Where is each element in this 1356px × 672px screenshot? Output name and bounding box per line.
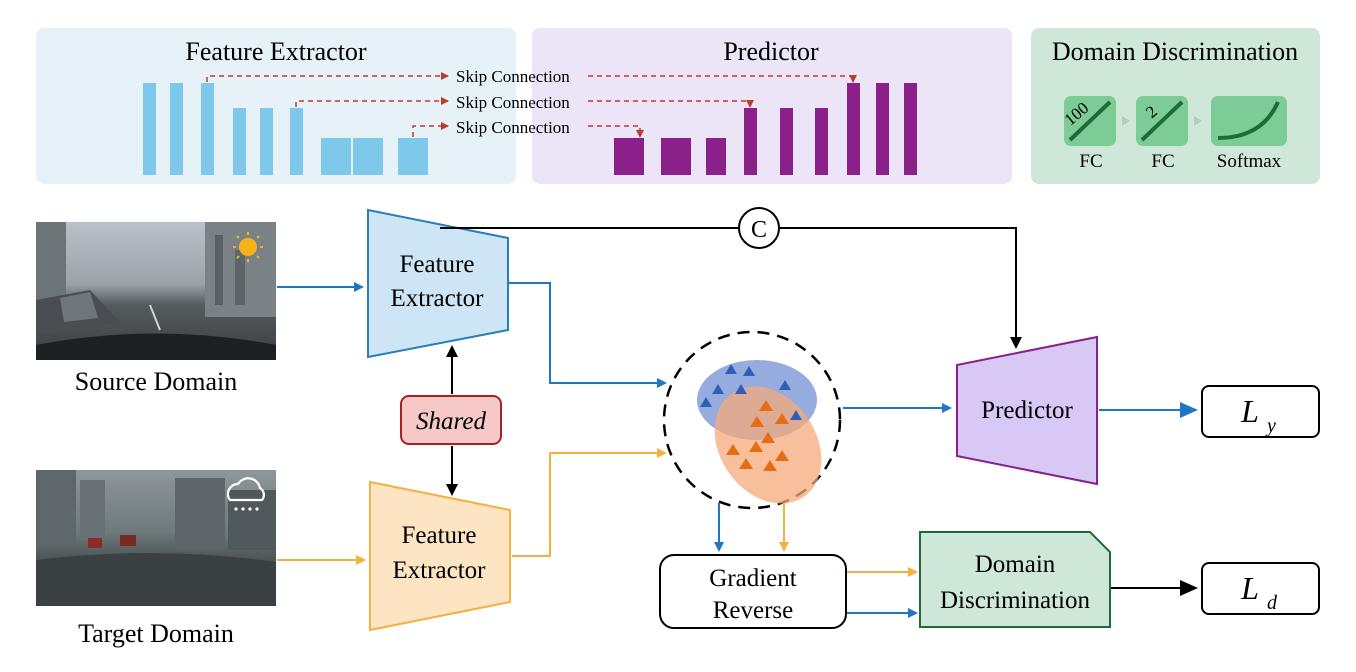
- feature-extractor-panel-title: Feature Extractor: [185, 37, 367, 66]
- loss-y-sub: y: [1265, 415, 1276, 437]
- domain-discrimination-block: Domain Discrimination: [919, 531, 1111, 628]
- loss-y-box: L y: [1201, 385, 1320, 438]
- concat-icon: [738, 207, 780, 249]
- loss-y-main: L: [1240, 393, 1259, 429]
- concat-connection: C: [440, 207, 1016, 347]
- target-extractor-line1: Feature: [402, 522, 477, 549]
- fc1-block-icon: 100: [1061, 96, 1116, 146]
- predictor-block: Predictor: [956, 335, 1098, 486]
- softmax-label: Softmax: [1217, 151, 1282, 172]
- source-extractor-line1: Feature: [400, 251, 475, 278]
- fc2-label: FC: [1151, 151, 1174, 172]
- target-extractor-line2: Extractor: [392, 557, 486, 584]
- domain-disc-line2: Discrimination: [940, 587, 1090, 614]
- predictor-panel-title: Predictor: [723, 37, 819, 66]
- fc1-label: FC: [1079, 151, 1102, 172]
- shared-badge: Shared: [400, 395, 502, 445]
- skip-connection-label-3: Skip Connection: [456, 118, 570, 137]
- target-samples: [726, 400, 789, 471]
- skip-connection-lines: [206, 72, 857, 138]
- source-domain-image: [36, 222, 276, 360]
- gradient-reverse-line1: Gradient: [709, 565, 797, 592]
- skip-connection-label-2: Skip Connection: [456, 93, 570, 112]
- domain-disc-panel-title: Domain Discrimination: [1052, 37, 1298, 66]
- source-domain-label: Source Domain: [75, 367, 237, 396]
- source-extractor-line2: Extractor: [390, 285, 484, 312]
- target-domain-image: [36, 470, 276, 606]
- domain-discrimination-panel: Domain Discrimination 100 2 FC FC Softma…: [1031, 28, 1320, 184]
- fc2-block-icon: 2: [1136, 96, 1188, 146]
- predictor-panel: Predictor: [532, 28, 1012, 184]
- feature-extractor-panel: Feature Extractor: [36, 28, 516, 184]
- source-samples: [700, 364, 802, 420]
- loss-d-box: L d: [1201, 562, 1320, 615]
- feature-space-distribution: [662, 330, 842, 510]
- extractor-bars: [143, 83, 428, 175]
- loss-d-sub: d: [1267, 592, 1278, 614]
- skip-connection-label-1: Skip Connection: [456, 67, 570, 86]
- gradient-reverse-line2: Reverse: [713, 597, 794, 624]
- shared-label: Shared: [416, 408, 486, 435]
- softmax-block-icon: [1211, 96, 1287, 146]
- sun-icon: [239, 238, 257, 256]
- rain-cloud-icon: [226, 477, 265, 511]
- target-feature-extractor: Feature Extractor: [369, 480, 511, 632]
- predictor-label: Predictor: [981, 397, 1073, 424]
- target-domain-label: Target Domain: [78, 619, 234, 648]
- gradient-reverse-block: Gradient Reverse: [659, 554, 847, 629]
- source-feature-extractor: Feature Extractor: [367, 208, 509, 359]
- loss-d-main: L: [1240, 570, 1259, 606]
- concat-label: C: [751, 217, 767, 243]
- predictor-bars: [614, 83, 917, 175]
- domain-disc-line1: Domain: [975, 551, 1056, 578]
